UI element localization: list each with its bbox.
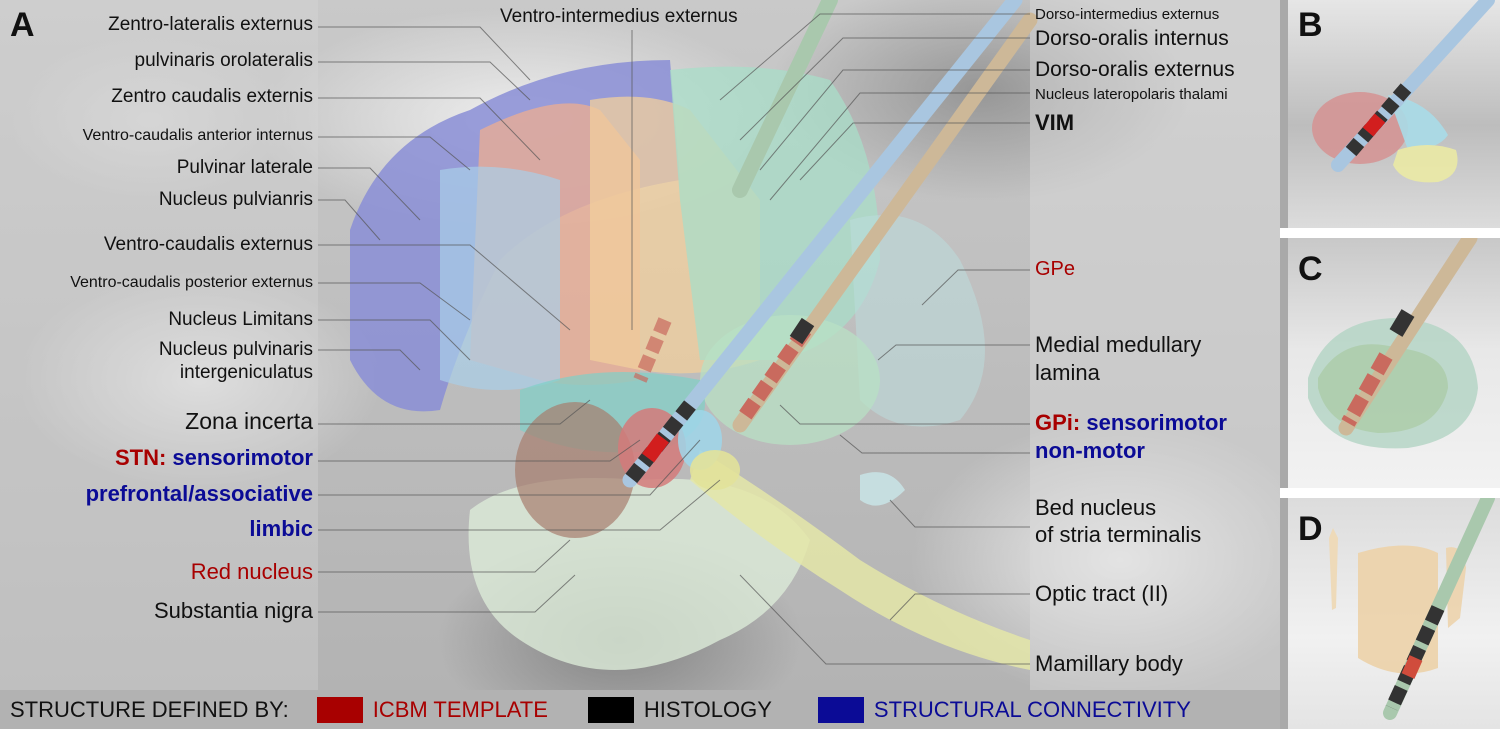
label-substantia-nigra: Substantia nigra [154, 598, 313, 623]
label-zentro-caudalis-externis: Zentro caudalis externis [111, 86, 313, 107]
label-dorso-intermedius-externus: Dorso-intermedius externus [1035, 6, 1220, 23]
inset-c-electrode-contacts [1341, 352, 1393, 427]
label-mamillary-body: Mamillary body [1035, 651, 1183, 676]
legend-bar: STRUCTURE DEFINED BY: ICBM TEMPLATE HIST… [0, 690, 1280, 729]
inset-d-thin-shape [1329, 528, 1338, 610]
inset-d: D [1288, 498, 1500, 729]
label-dorso-oralis-internus: Dorso-oralis internus [1035, 27, 1229, 50]
inset-separator [1280, 0, 1288, 729]
bed-nucleus-shape [860, 472, 905, 506]
tan-electrode-contacts [735, 325, 812, 425]
label-pulvinar-laterale: Pulvinar laterale [176, 157, 313, 178]
legend-swatch-icbm [316, 696, 363, 723]
label-of-stria-terminalis: of stria terminalis [1035, 522, 1202, 547]
vim-electrode-contacts [633, 317, 672, 383]
label-vim: VIM [1035, 110, 1075, 135]
inset-b-render [1312, 0, 1495, 183]
gpi-shape [700, 315, 880, 445]
blue-electrode [622, 0, 1023, 488]
right-leader-lines [631, 13, 1030, 665]
inset-d-vim-block-shape [1358, 545, 1438, 674]
label-gpi: GPi: [1035, 410, 1081, 435]
legend-item-icbm: ICBM TEMPLATE [316, 696, 548, 723]
panel-letter-d: D [1298, 510, 1323, 548]
inset-b: B [1288, 0, 1500, 228]
inset-c-electrode [1338, 238, 1478, 436]
gpe-shape [850, 215, 985, 427]
label-stn-prefrontal-associative: prefrontal/associative [85, 481, 313, 506]
vim-nuclei-shape [670, 66, 880, 361]
label-gpi-group: GPi: sensorimotor [1035, 410, 1227, 435]
inset-c-electrode-dark-band [1389, 309, 1415, 337]
legend-swatch-connectivity [817, 696, 864, 723]
label-intergeniculatus: intergeniculatus [179, 362, 313, 383]
inset-divider-1 [1280, 228, 1500, 238]
label-gpi-sensorimotor: sensorimotor [1086, 410, 1227, 435]
stn-active-contact [642, 433, 669, 463]
label-stn: STN: [114, 445, 167, 470]
label-nucleus-limitans: Nucleus Limitans [168, 309, 313, 330]
stn-yellow-shape [690, 450, 740, 490]
label-nucleus-pulvianris: Nucleus pulvianris [158, 189, 313, 210]
label-optic-tract: Optic tract (II) [1035, 581, 1169, 606]
legend-label-connectivity: STRUCTURAL CONNECTIVITY [873, 696, 1191, 722]
right-label-panel [1030, 0, 1280, 690]
legend-label-icbm: ICBM TEMPLATE [372, 696, 548, 722]
label-ventro-caudalis-anterior-internus: Ventro-caudalis anterior internus [82, 127, 313, 144]
inset-d-render [1329, 498, 1495, 720]
inset-c-render [1308, 238, 1478, 449]
inset-d-active-contact [1401, 655, 1423, 679]
main-3d-view: A Zentro-lateralis externus pulvinaris o… [0, 0, 1280, 690]
label-red-nucleus: Red nucleus [190, 559, 313, 584]
label-bed-nucleus: Bed nucleus [1035, 495, 1157, 520]
left-leader-lines [318, 26, 721, 613]
inset-b-cyan-shape [1388, 95, 1448, 150]
label-gpi-non-motor: non-motor [1035, 438, 1145, 463]
label-ventro-caudalis-posterior-externus: Ventro-caudalis posterior externus [70, 274, 313, 291]
inset-divider-2 [1280, 488, 1500, 498]
label-ventro-intermedius-externus: Ventro-intermedius externus [500, 6, 738, 27]
tan-electrode-band [789, 317, 815, 345]
legend-swatch-histology [587, 696, 634, 723]
anatomy-render [318, 0, 1038, 670]
label-lamina: lamina [1035, 360, 1100, 385]
panel-letter-c: C [1298, 250, 1323, 288]
label-nucleus-lateropolaris-thalami: Nucleus lateropolaris thalami [1035, 86, 1228, 103]
red-nucleus-shape [515, 402, 635, 538]
label-zona-incerta: Zona incerta [185, 408, 313, 434]
label-medial-medullary: Medial medullary [1035, 332, 1202, 357]
label-ventro-caudalis-externus: Ventro-caudalis externus [103, 234, 313, 255]
label-stn-limbic: limbic [249, 516, 313, 541]
legend-title: STRUCTURE DEFINED BY: [10, 696, 289, 722]
optic-tract-shape [690, 450, 1030, 670]
label-pulvinaris-orolateralis: pulvinaris orolateralis [134, 50, 313, 71]
label-zentro-lateralis-externus: Zentro-lateralis externus [108, 14, 313, 35]
inset-b-active-contact [1362, 113, 1386, 137]
label-nucleus-pulvinaris: Nucleus pulvinaris [158, 339, 313, 360]
label-dorso-oralis-externus: Dorso-oralis externus [1035, 58, 1235, 81]
panel-letter-a: A [10, 6, 35, 44]
legend-label-histology: HISTOLOGY [643, 696, 772, 722]
label-stn-group: STN: sensorimotor [115, 445, 313, 470]
inset-b-yellow-shape [1393, 145, 1458, 183]
label-gpe: GPe [1035, 258, 1076, 280]
label-stn-sensorimotor: sensorimotor [172, 445, 313, 470]
legend-item-histology: HISTOLOGY [587, 696, 772, 723]
legend-item-connectivity: STRUCTURAL CONNECTIVITY [817, 696, 1191, 723]
panel-letter-b: B [1298, 6, 1323, 44]
inset-c: C [1288, 238, 1500, 488]
left-label-panel [0, 0, 318, 690]
blue-nuclei-shape [440, 166, 560, 390]
